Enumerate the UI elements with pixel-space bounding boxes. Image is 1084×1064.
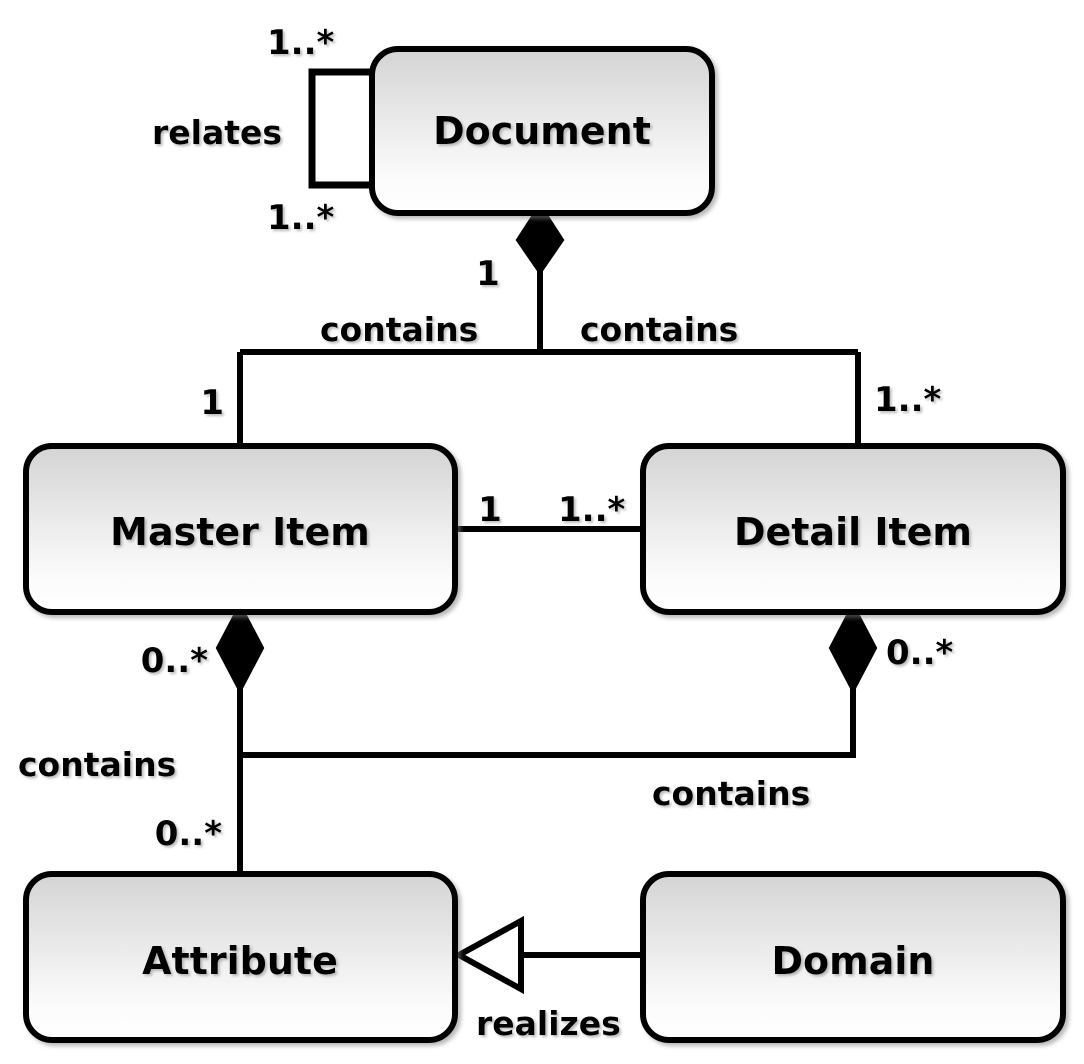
multiplicity-master-association: 1 — [478, 490, 502, 530]
multiplicity-selfloop-bottom: 1..* — [267, 198, 334, 238]
multiplicity-attribute-top: 0..* — [155, 814, 222, 854]
class-box-attribute[interactable]: Attribute — [23, 871, 458, 1043]
edge-detail-contains-attribute — [240, 601, 878, 758]
edge-label-contains-master-attribute: contains — [18, 745, 176, 784]
edge-domain-realizes-attribute — [452, 915, 644, 995]
class-name-master-item: Master Item — [110, 510, 370, 554]
multiplicity-selfloop-top: 1..* — [267, 23, 334, 63]
edge-master-contains-attribute — [215, 601, 265, 874]
class-box-domain[interactable]: Domain — [640, 871, 1066, 1043]
multiplicity-master-item-top: 1 — [200, 383, 224, 423]
edge-document-contains-items — [237, 202, 861, 446]
class-box-master-item[interactable]: Master Item — [23, 443, 458, 615]
class-name-document: Document — [433, 109, 651, 153]
edge-label-contains-document-master: contains — [320, 310, 478, 349]
edge-label-contains-detail-attribute: contains — [652, 774, 810, 813]
class-box-document[interactable]: Document — [369, 46, 715, 216]
multiplicity-detail-item-top: 1..* — [874, 380, 941, 420]
edge-label-realizes: realizes — [476, 1004, 621, 1043]
class-box-detail-item[interactable]: Detail Item — [640, 443, 1066, 615]
edge-document-self-relates — [308, 68, 372, 189]
class-name-domain: Domain — [772, 939, 935, 983]
class-name-attribute: Attribute — [142, 939, 338, 983]
edge-label-relates: relates — [152, 113, 282, 152]
edge-label-contains-document-detail: contains — [580, 310, 738, 349]
multiplicity-detail-association: 1..* — [558, 490, 625, 530]
class-name-detail-item: Detail Item — [734, 510, 972, 554]
multiplicity-master-composition: 0..* — [141, 641, 208, 681]
multiplicity-document-composition: 1 — [476, 254, 500, 294]
multiplicity-detail-composition: 0..* — [886, 633, 953, 673]
